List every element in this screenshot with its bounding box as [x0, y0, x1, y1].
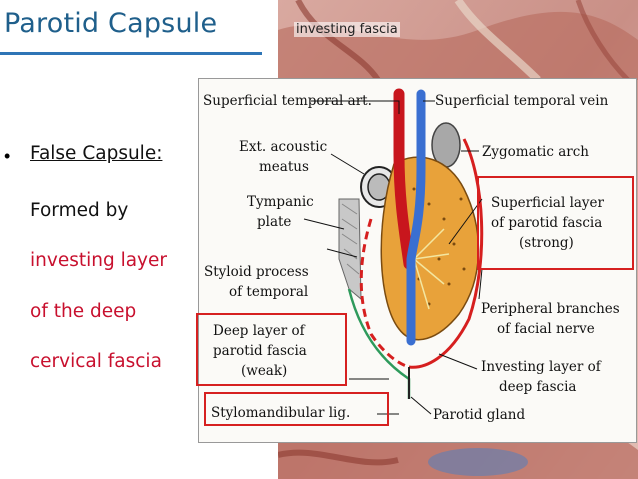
highlight-stylomandibular	[204, 392, 389, 426]
label-styloid-2: of temporal	[229, 284, 308, 300]
label-styloid-1: Styloid process	[204, 264, 309, 280]
label-peripheral-2: of facial nerve	[497, 321, 595, 337]
label-superficial-2: of parotid fascia	[491, 215, 602, 231]
label-sup-temporal-vein: Superficial temporal vein	[435, 93, 609, 109]
title-underline	[0, 52, 262, 55]
highlight-superficial-layer	[477, 176, 634, 270]
label-parotid-gland: Parotid gland	[433, 407, 525, 423]
bullet-heading: False Capsule:	[30, 143, 163, 164]
label-deep-2: parotid fascia	[213, 343, 307, 359]
label-deep-3: (weak)	[241, 363, 287, 379]
bullet-line-4: cervical fascia	[30, 351, 162, 372]
label-stylomandibular: Stylomandibular lig.	[211, 405, 350, 421]
bullet-line-3: of the deep	[30, 301, 137, 322]
investing-layer-line	[347, 288, 411, 399]
label-investing-1: Investing layer of	[481, 359, 602, 375]
highlight-deep-layer	[196, 313, 347, 386]
temporal-vein-shape	[406, 89, 426, 346]
bullet-line-1: Formed by	[30, 200, 129, 221]
styloid-bone-shape	[338, 198, 362, 301]
label-sup-temporal-art: Superficial temporal art.	[203, 93, 372, 109]
label-ext-acoustic-2: meatus	[259, 159, 309, 175]
parotid-diagram: Superficial temporal art. Superficial te…	[198, 78, 637, 443]
label-ext-acoustic-1: Ext. acoustic	[239, 139, 327, 155]
label-zygomatic-arch: Zygomatic arch	[482, 144, 589, 160]
deep-layer-line	[359, 218, 410, 369]
label-superficial-1: Superficial layer	[491, 195, 605, 211]
label-peripheral-1: Peripheral branches	[481, 301, 620, 317]
label-tympanic-2: plate	[257, 214, 291, 230]
slide-title: Parotid Capsule	[4, 8, 218, 39]
label-tympanic-1: Tympanic	[247, 194, 314, 210]
temporal-artery-shape	[393, 88, 415, 270]
label-superficial-3: (strong)	[519, 235, 574, 251]
label-deep-1: Deep layer of	[213, 323, 306, 339]
photo-label-investing-fascia: investing fascia	[294, 22, 400, 37]
superficial-layer-line	[408, 138, 484, 369]
bullet-line-2: investing layer	[30, 250, 167, 271]
label-investing-2: deep fascia	[499, 379, 576, 395]
bullet-dot: •	[4, 146, 11, 166]
